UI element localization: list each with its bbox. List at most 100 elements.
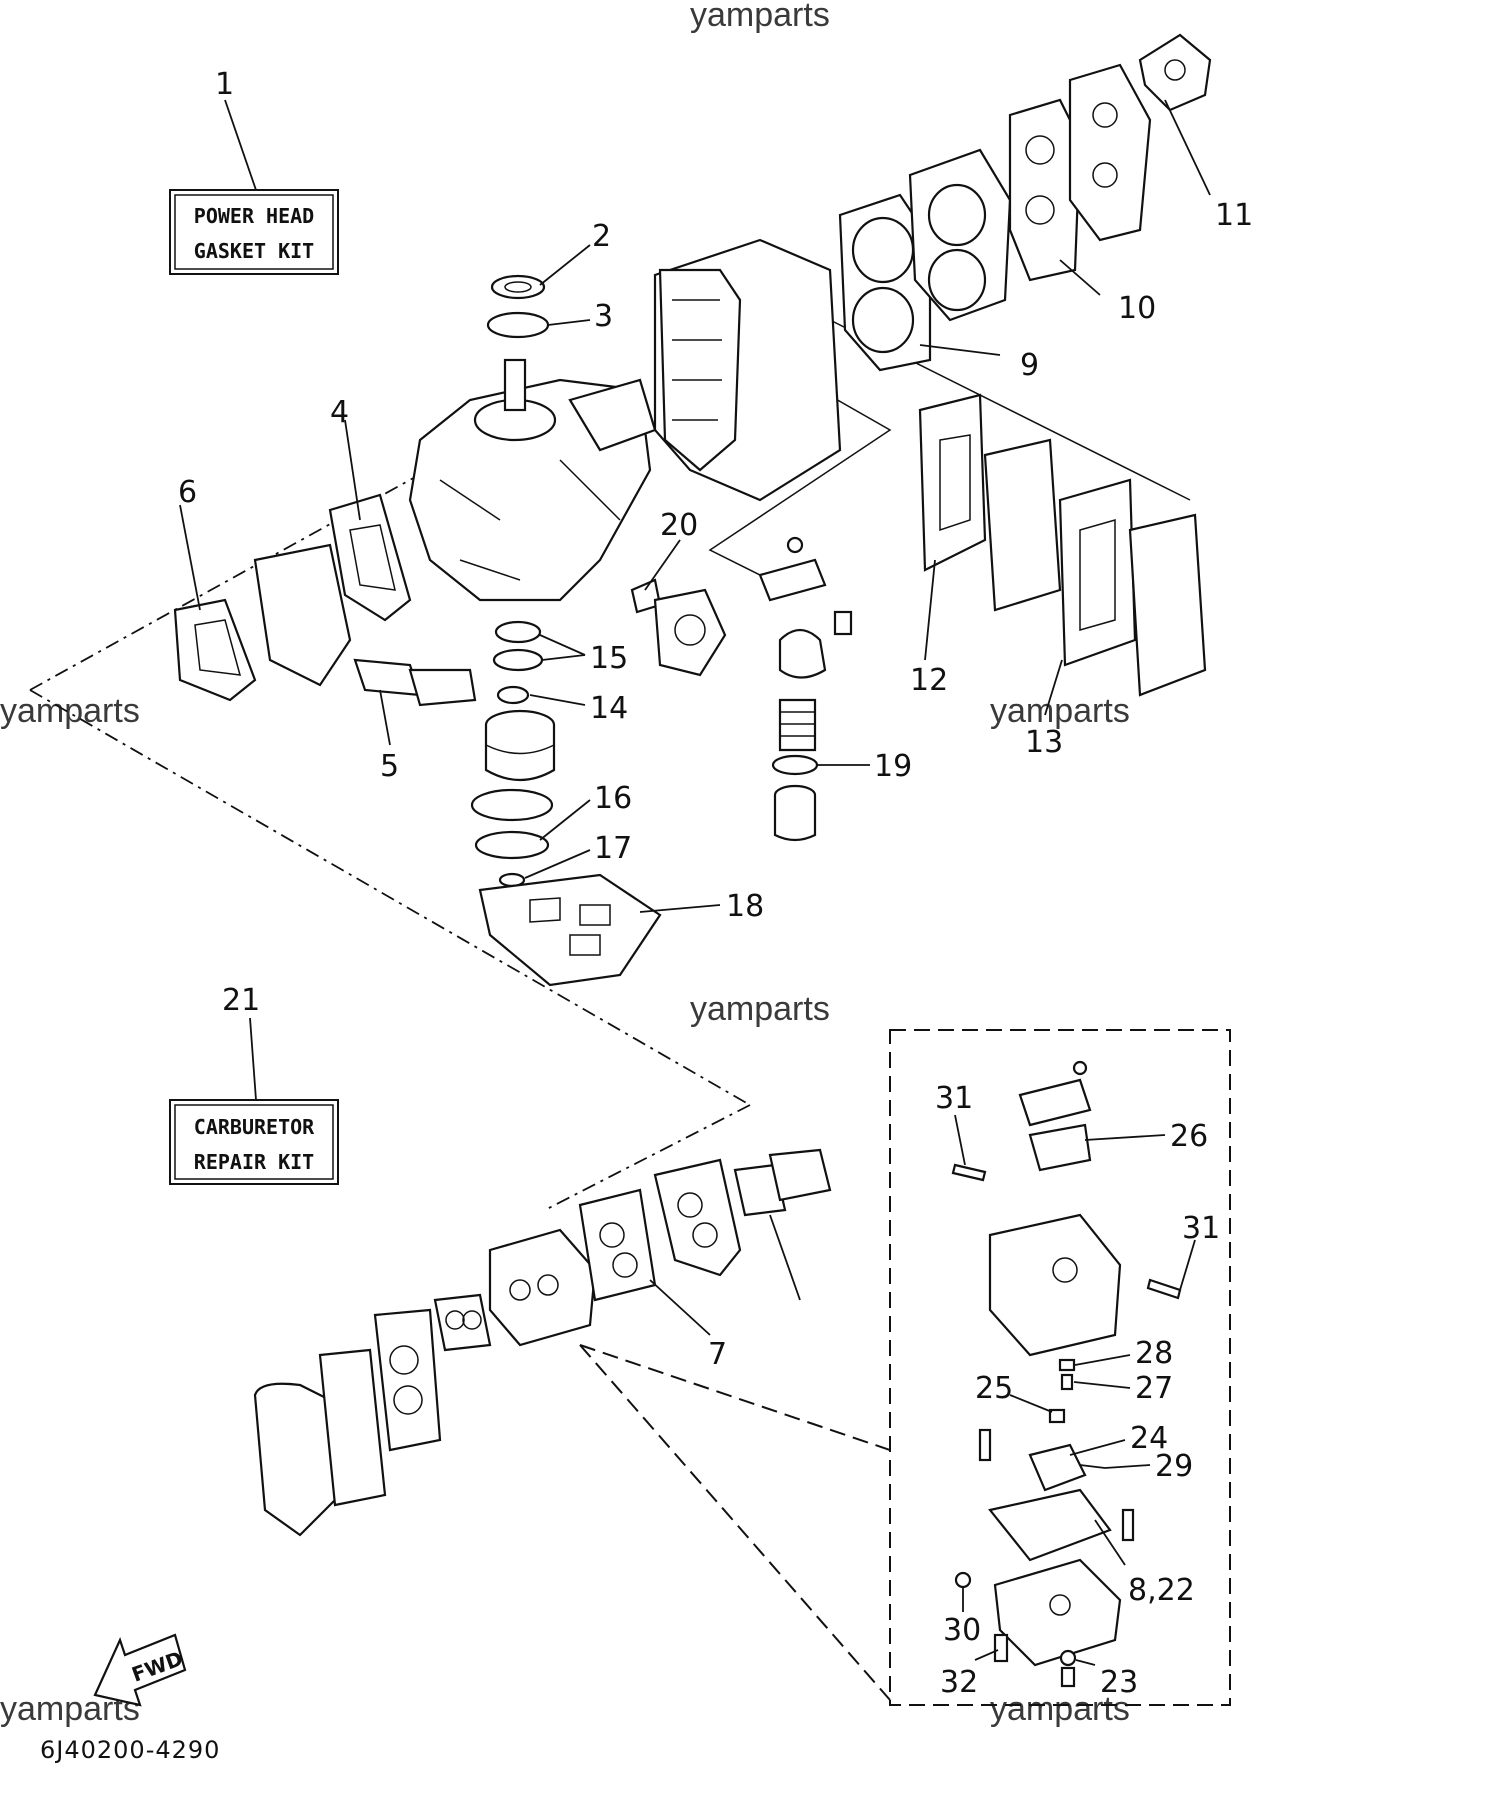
- plug-23: [1060, 1666, 1076, 1688]
- guide-line-lower: [29, 689, 751, 1106]
- callout-19: 19: [874, 749, 912, 784]
- kit-label-line1: POWER HEAD: [194, 204, 314, 228]
- kit-box-inner: [174, 1104, 334, 1180]
- exhaust-gasket-13: [1058, 478, 1137, 667]
- callout-26: 26: [1170, 1119, 1208, 1154]
- watermark-middle: yamparts: [690, 990, 830, 1028]
- callout-7: 7: [708, 1337, 727, 1372]
- leader-26: [1084, 1134, 1166, 1141]
- leader-17: [524, 849, 591, 879]
- kit-label-line2: GASKET KIT: [194, 239, 314, 263]
- callout-11: 11: [1215, 198, 1253, 233]
- oil-seal-2-bore: [504, 281, 532, 293]
- callout-3: 3: [594, 299, 613, 334]
- leader-12: [924, 559, 936, 661]
- crankcase: [408, 358, 657, 602]
- leader-15: [539, 634, 586, 661]
- stud-right: [1121, 1508, 1135, 1542]
- leader-9: [919, 344, 1001, 356]
- carb-gasket: [433, 1293, 492, 1352]
- leader-1: [224, 99, 257, 191]
- stud-left: [978, 1428, 992, 1462]
- float-chamber: [993, 1558, 1122, 1667]
- head-cover: [1068, 63, 1152, 242]
- callout-28: 28: [1135, 1336, 1173, 1371]
- lower-housing: [484, 709, 556, 781]
- drawing-code: 6J40200-4290: [40, 1736, 220, 1764]
- leader-25: [1009, 1394, 1053, 1413]
- drain-screw-30: [954, 1571, 972, 1589]
- pilot-screw-31-right: [1146, 1278, 1182, 1300]
- callout-2: 2: [592, 219, 611, 254]
- forward-arrow: FWD: [93, 1633, 187, 1707]
- leader-28: [1074, 1354, 1131, 1366]
- oil-seal-2: [490, 274, 546, 300]
- callout-24: 24: [1130, 1421, 1168, 1456]
- leader-18: [639, 904, 721, 913]
- callout-5-upper: 5: [380, 749, 399, 784]
- kit-label-line1: CARBURETOR: [194, 1115, 315, 1139]
- float-pin-29: [1079, 1464, 1106, 1469]
- bearing-15-lower: [492, 648, 544, 672]
- callout-6: 6: [178, 475, 197, 510]
- leader-11: [1164, 99, 1211, 196]
- cylinder-head: [908, 148, 1012, 322]
- carburetor-detail: [951, 1060, 1182, 1688]
- top-screw: [1072, 1060, 1088, 1076]
- carburetor-repair-kit: 21 CARBURETOR REPAIR KIT: [169, 983, 339, 1185]
- callout-30: 30: [943, 1613, 981, 1648]
- silencer-cover: [253, 1382, 337, 1537]
- gasket-4: [328, 493, 412, 622]
- callout-13: 13: [1025, 725, 1063, 760]
- leader-7: [649, 1279, 711, 1336]
- watermark-left: yamparts: [0, 692, 140, 730]
- gasket-23: [1059, 1649, 1077, 1667]
- reed-valve-gasket-5: [353, 658, 477, 707]
- leader-5b: [769, 1214, 801, 1301]
- thermostat-assembly: [758, 536, 853, 679]
- detail-link-upper: [579, 1344, 891, 1451]
- reed-valve-lower: [768, 1148, 832, 1202]
- exhaust-gasket-12: [918, 393, 987, 572]
- callout-14: 14: [590, 691, 628, 726]
- guide-line-upper: [29, 454, 456, 691]
- leader-31a: [954, 1114, 966, 1166]
- bearing-15-upper: [494, 620, 542, 644]
- leader-4: [344, 419, 361, 521]
- fuel-pump: [653, 588, 727, 677]
- kit-box-outer: [169, 189, 339, 275]
- o-ring-19: [771, 754, 819, 776]
- callout-25: 25: [975, 1371, 1013, 1406]
- callout-31-right: 31: [1182, 1211, 1220, 1246]
- o-ring-3: [486, 311, 550, 339]
- seal-14: [496, 685, 530, 705]
- callout-4: 4: [330, 395, 349, 430]
- carb-top-cover: [1018, 1078, 1092, 1127]
- ring-16-lower: [474, 830, 550, 860]
- leader-8-22: [1094, 1519, 1126, 1566]
- callout-15: 15: [590, 641, 628, 676]
- base-gasket-18: [478, 873, 662, 987]
- insulator-gasket-7: [578, 1188, 657, 1302]
- exhaust-inner-cover: [983, 438, 1062, 612]
- silencer-gasket: [373, 1308, 442, 1452]
- screw-32: [993, 1633, 1009, 1663]
- callout-1: 1: [215, 67, 234, 102]
- callout-18: 18: [726, 889, 764, 924]
- callout-10: 10: [1118, 291, 1156, 326]
- exhaust-outer-cover: [1128, 513, 1207, 697]
- cylinder-block: [653, 238, 842, 502]
- leader-2: [539, 244, 591, 286]
- thermostat-spring: [778, 698, 817, 752]
- callout-16: 16: [594, 781, 632, 816]
- callout-9: 9: [1020, 348, 1039, 383]
- watermark-bottom-right: yamparts: [990, 1690, 1130, 1728]
- float-chamber-gasket-8-22: [988, 1488, 1112, 1562]
- intake-gasket-6: [173, 598, 257, 702]
- reed-gasket-5-lower: [733, 1163, 787, 1217]
- kit-box-inner: [174, 194, 334, 270]
- leader-5a: [379, 689, 391, 746]
- thermostat-gasket-11: [1138, 33, 1212, 112]
- callout-17: 17: [594, 831, 632, 866]
- leader-13: [1044, 659, 1063, 716]
